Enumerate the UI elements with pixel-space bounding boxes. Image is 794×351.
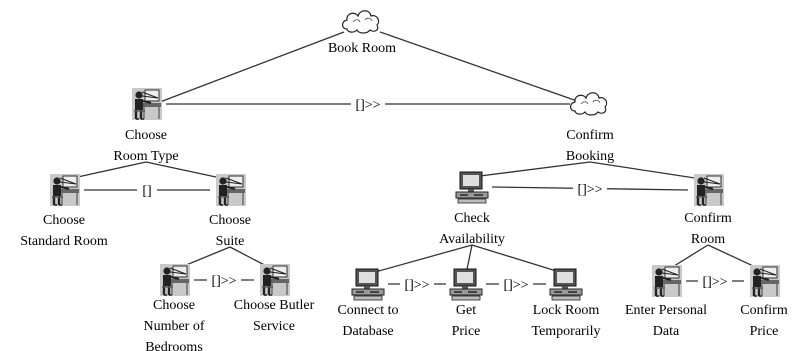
task-label: Confirm xyxy=(566,128,614,143)
task-node-connect-database[interactable]: Connect to Database xyxy=(337,268,399,339)
user-at-computer-icon xyxy=(130,86,164,122)
task-label: Number of xyxy=(143,319,204,334)
task-label: Bedrooms xyxy=(145,340,203,351)
user-at-computer-icon xyxy=(748,263,782,299)
task-label: Choose xyxy=(153,298,195,313)
task-label: Suite xyxy=(216,234,245,249)
task-label: Price xyxy=(750,324,779,339)
user-at-computer-icon xyxy=(158,262,192,298)
operator-label-bg xyxy=(499,275,533,293)
operator-label-bg xyxy=(573,179,607,198)
user-at-computer-icon xyxy=(214,172,248,208)
task-label: Availability xyxy=(439,232,505,247)
user-at-computer-icon xyxy=(48,172,82,208)
computer-icon xyxy=(449,268,483,301)
hierarchy-edge xyxy=(367,244,473,275)
operator-label-bg xyxy=(400,275,434,293)
cloud-icon xyxy=(341,10,380,34)
operator-label-bg xyxy=(137,181,157,199)
temporal-operator-links: []>> [] []>> []>> []>> []>> []>> xyxy=(84,95,744,293)
hierarchy-edge xyxy=(589,161,709,181)
computer-icon xyxy=(351,268,385,301)
hierarchy-edge xyxy=(471,244,567,275)
task-label: Choose Butler xyxy=(234,298,315,313)
task-label: Check xyxy=(454,211,490,226)
task-label: Book Room xyxy=(328,41,396,56)
task-label: Service xyxy=(253,319,295,334)
task-node-book-room[interactable]: Book Room xyxy=(328,10,396,56)
temporal-operator: []>> xyxy=(702,275,727,290)
user-at-computer-icon xyxy=(650,263,684,299)
task-label: Data xyxy=(653,324,680,339)
operator-label-bg xyxy=(351,95,385,113)
task-label: Get xyxy=(456,303,476,318)
task-label: Confirm xyxy=(740,303,788,318)
task-label: Database xyxy=(342,324,393,339)
user-at-computer-icon xyxy=(692,172,726,208)
task-label: Enter Personal xyxy=(625,303,707,318)
task-label: Choose xyxy=(209,213,251,228)
task-label: Standard Room xyxy=(20,234,108,249)
task-label: Lock Room xyxy=(533,303,600,318)
task-label: Room xyxy=(691,232,725,247)
temporal-operator: []>> xyxy=(355,98,380,113)
hierarchy-edge xyxy=(471,161,591,178)
cloud-icon xyxy=(569,92,608,116)
task-label: Choose xyxy=(125,128,167,143)
task-label: Choose xyxy=(43,213,85,228)
user-at-computer-icon xyxy=(258,262,292,298)
computer-icon xyxy=(549,268,583,301)
temporal-operator: []>> xyxy=(211,274,236,289)
task-label: Confirm xyxy=(684,211,732,226)
temporal-operator: []>> xyxy=(577,183,602,198)
task-label: Room Type xyxy=(113,149,178,164)
task-label: Temporarily xyxy=(532,324,601,339)
computer-icon xyxy=(455,171,489,204)
temporal-operator: []>> xyxy=(404,278,429,293)
task-label: Booking xyxy=(566,149,614,164)
hierarchy-edge xyxy=(159,31,345,103)
operator-label-bg xyxy=(207,271,241,289)
hierarchy-edge xyxy=(379,31,581,103)
task-label: Connect to xyxy=(337,303,398,318)
operator-label-bg xyxy=(698,272,732,290)
temporal-operator: []>> xyxy=(503,278,528,293)
temporal-operator: [] xyxy=(142,184,151,199)
task-label: Price xyxy=(452,324,481,339)
